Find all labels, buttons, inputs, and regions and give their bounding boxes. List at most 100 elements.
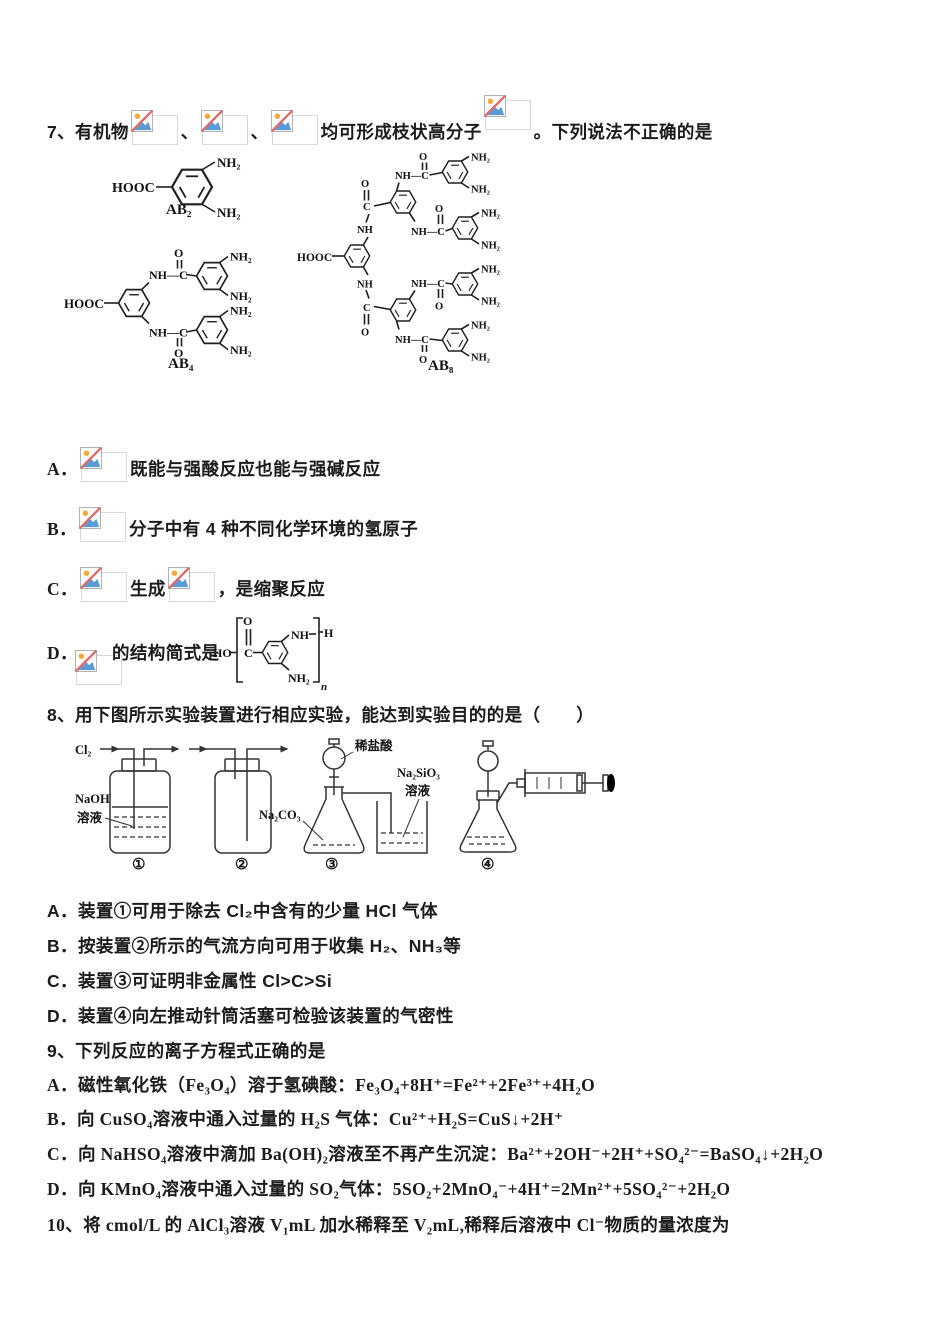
polymer-h-label: H bbox=[324, 626, 334, 640]
q8-option-c: C．装置③可证明非金属性 Cl>C>Si bbox=[47, 971, 333, 991]
ab8-nh2-label: NH₂ bbox=[481, 241, 500, 252]
q8-apparatus-figure: Cl₂ NaOH 溶液 ① ② 稀盐酸 Na₂CO₃ bbox=[75, 738, 615, 873]
apparatus-3-number: ③ bbox=[325, 856, 338, 873]
ab8-c-label: C bbox=[363, 202, 371, 213]
broken-image-icon bbox=[271, 110, 293, 132]
q7-stem-text-3: 。下列说法不正确的是 bbox=[533, 122, 713, 142]
ab8-o-label: O bbox=[419, 152, 427, 163]
ab2-caption: AB₂ bbox=[166, 202, 192, 218]
broken-image-placeholder bbox=[80, 512, 126, 542]
polymer-ho-label: HO bbox=[213, 646, 232, 660]
ab8-nh2-label: NH₂ bbox=[471, 185, 490, 196]
q7-option-c-label: C． bbox=[47, 579, 78, 599]
broken-image-icon bbox=[484, 95, 506, 117]
naoh-label: NaOH bbox=[75, 792, 110, 806]
broken-image-placeholder bbox=[485, 100, 531, 130]
ab4-nh2-label: NH₂ bbox=[230, 289, 252, 303]
ab8-nh-label: NH bbox=[357, 225, 373, 236]
q7-option-b-label: B． bbox=[47, 519, 77, 539]
q9-option-b: B．向 CuSO₄溶液中通入过量的 H₂S 气体：Cu²⁺+H₂S=CuS↓+2… bbox=[47, 1109, 564, 1129]
q9-option-a: A．磁性氧化铁（Fe₃O₄）溶于氢碘酸：Fe₃O₄+8H⁺=Fe²⁺+2Fe³⁺… bbox=[47, 1075, 596, 1095]
ab4-nh2-label: NH₂ bbox=[230, 343, 252, 357]
ab2-structure-diagram: HOOC NH₂ NH₂ bbox=[112, 155, 241, 220]
q7-number: 7、 bbox=[47, 122, 76, 142]
broken-image-icon bbox=[80, 567, 102, 589]
ab4-hooc-label: HOOC bbox=[64, 296, 104, 311]
q7-option-c-tail: ，是缩聚反应 bbox=[217, 579, 326, 599]
polymer-n-subscript: n bbox=[321, 681, 327, 693]
ab2-nh2-label: NH₂ bbox=[217, 155, 241, 170]
q9-option-d: D．向 KMnO₄溶液中通入过量的 SO₂气体：5SO₂+2MnO₄⁻+4H⁺=… bbox=[47, 1179, 731, 1199]
solution-label-1: 溶液 bbox=[77, 810, 103, 825]
ab8-nh-label: NH bbox=[357, 280, 373, 291]
ab8-hooc-label: HOOC bbox=[297, 252, 332, 264]
broken-image-placeholder bbox=[81, 572, 127, 602]
ab8-nh2-label: NH₂ bbox=[471, 153, 490, 164]
ab8-amide-label: NH—C bbox=[395, 171, 429, 182]
q7-option-d-text: 的结构简式是 bbox=[112, 643, 220, 663]
ab8-c-label: C bbox=[363, 303, 371, 314]
q7-stem-text-1: 有机物 bbox=[75, 122, 129, 142]
q8-stem: 8、用下图所示实验装置进行相应实验，能达到实验目的的是（ ） bbox=[47, 705, 595, 725]
q7-separator-2: 、 bbox=[250, 122, 269, 142]
q7-option-a-label: A． bbox=[47, 459, 78, 479]
broken-image-placeholder bbox=[202, 115, 248, 145]
q7-option-d-label: D． bbox=[47, 643, 78, 663]
ab8-nh2-label: NH₂ bbox=[471, 353, 490, 364]
ab8-o-label: O bbox=[435, 204, 443, 215]
ab8-structure-diagram: HOOC NH C O NH—C O NH₂ NH₂ NH—C O NH₂ NH… bbox=[297, 152, 500, 364]
dilute-hcl-label: 稀盐酸 bbox=[355, 738, 393, 753]
polymer-nh-label: NH bbox=[291, 628, 310, 642]
polymer-o-label: O bbox=[243, 614, 252, 628]
q7-option-a: A． 既能与强酸反应也能与强碱反应 bbox=[47, 452, 381, 484]
na2sio3-label: Na₂SiO₃ bbox=[397, 766, 440, 780]
ab8-nh2-label: NH₂ bbox=[481, 265, 500, 276]
ab4-carbonyl-o-label: O bbox=[174, 346, 183, 360]
ab8-o-label: O bbox=[435, 302, 443, 313]
ab8-amide-label: NH—C bbox=[395, 335, 429, 346]
cl2-gas-label: Cl₂ bbox=[75, 743, 92, 757]
q10-stem: 10、将 cmol/L 的 AlCl₃溶液 V₁mL 加水稀释至 V₂mL,稀释… bbox=[47, 1215, 730, 1235]
broken-image-icon bbox=[75, 650, 97, 672]
q8-option-a: A．装置①可用于除去 Cl₂中含有的少量 HCl 气体 bbox=[47, 901, 438, 921]
q7-stem: 7、有机物 、 、 均可形成枝状高分子 。下列说法不正确的是 bbox=[47, 100, 713, 147]
apparatus-2-number: ② bbox=[235, 856, 248, 873]
polymer-structure-diagram: HO C O NH H NH₂ n bbox=[213, 614, 334, 693]
apparatus-4-number: ④ bbox=[481, 856, 494, 873]
ab4-nh2-label: NH₂ bbox=[230, 250, 252, 264]
ab8-amide-label: NH—C bbox=[411, 227, 445, 238]
ab8-o-label: O bbox=[361, 179, 369, 190]
ab8-nh2-label: NH₂ bbox=[471, 321, 490, 332]
q7-option-a-text: 既能与强酸反应也能与强碱反应 bbox=[129, 459, 381, 479]
ab4-structure-diagram: HOOC NH—C O NH₂ NH₂ NH—C O NH₂ NH₂ bbox=[64, 246, 252, 360]
broken-image-placeholder bbox=[272, 115, 318, 145]
ab2-nh2-label: NH₂ bbox=[217, 205, 241, 220]
ab4-caption: AB₄ bbox=[168, 356, 194, 372]
q7-option-b-text: 分子中有 4 种不同化学环境的氢原子 bbox=[128, 519, 419, 539]
broken-image-icon bbox=[168, 567, 190, 589]
broken-image-icon bbox=[79, 507, 101, 529]
broken-image-placeholder bbox=[81, 452, 127, 482]
q7-separator-1: 、 bbox=[180, 122, 199, 142]
ab2-hooc-label: HOOC bbox=[112, 181, 155, 196]
broken-image-placeholder bbox=[76, 655, 122, 685]
ab4-amide-label: NH—C bbox=[149, 326, 188, 340]
polymer-c-label: C bbox=[244, 646, 253, 660]
broken-image-placeholder bbox=[169, 572, 215, 602]
ab8-caption: AB₈ bbox=[428, 358, 454, 374]
ab8-amide-label: NH—C bbox=[411, 279, 445, 290]
q7-option-b: B． 分子中有 4 种不同化学环境的氢原子 bbox=[47, 512, 418, 544]
q9-option-c: C．向 NaHSO₄溶液中滴加 Ba(OH)₂溶液至不再产生沉淀：Ba²⁺+2O… bbox=[47, 1144, 824, 1164]
apparatus-1-number: ① bbox=[132, 856, 145, 873]
broken-image-icon bbox=[80, 447, 102, 469]
ab8-o-label: O bbox=[419, 355, 427, 364]
ab4-nh2-label: NH₂ bbox=[230, 304, 252, 318]
q8-option-d: D．装置④向左推动针筒活塞可检验该装置的气密性 bbox=[47, 1006, 454, 1026]
q9-stem: 9、下列反应的离子方程式正确的是 bbox=[47, 1041, 326, 1061]
q7-stem-text-2: 均可形成枝状高分子 bbox=[320, 122, 482, 142]
na2co3-label: Na₂CO₃ bbox=[259, 808, 301, 822]
polymer-nh2-label: NH₂ bbox=[288, 671, 310, 685]
solution-label-2: 溶液 bbox=[405, 783, 431, 798]
ab4-carbonyl-o-label: O bbox=[174, 246, 183, 260]
